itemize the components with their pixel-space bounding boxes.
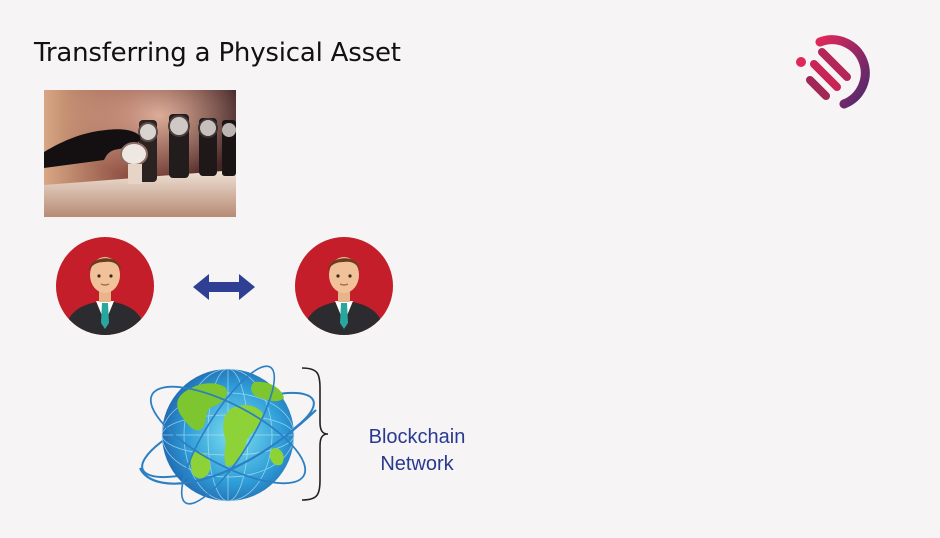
businessman-avatar-icon — [56, 237, 154, 335]
right-curly-brace — [301, 367, 329, 501]
businessman-avatar-icon — [295, 237, 393, 335]
slide-title: Transferring a Physical Asset — [34, 38, 401, 68]
double-headed-arrow-icon — [193, 274, 255, 300]
watch-display-photo — [44, 90, 236, 217]
network-label-line-2: Network — [380, 453, 454, 475]
network-label-line-1: Blockchain — [368, 426, 466, 448]
brand-logo-icon — [796, 35, 870, 109]
globe-network-icon — [139, 365, 317, 505]
blockchain-network-label: Blockchain Network — [352, 424, 482, 478]
